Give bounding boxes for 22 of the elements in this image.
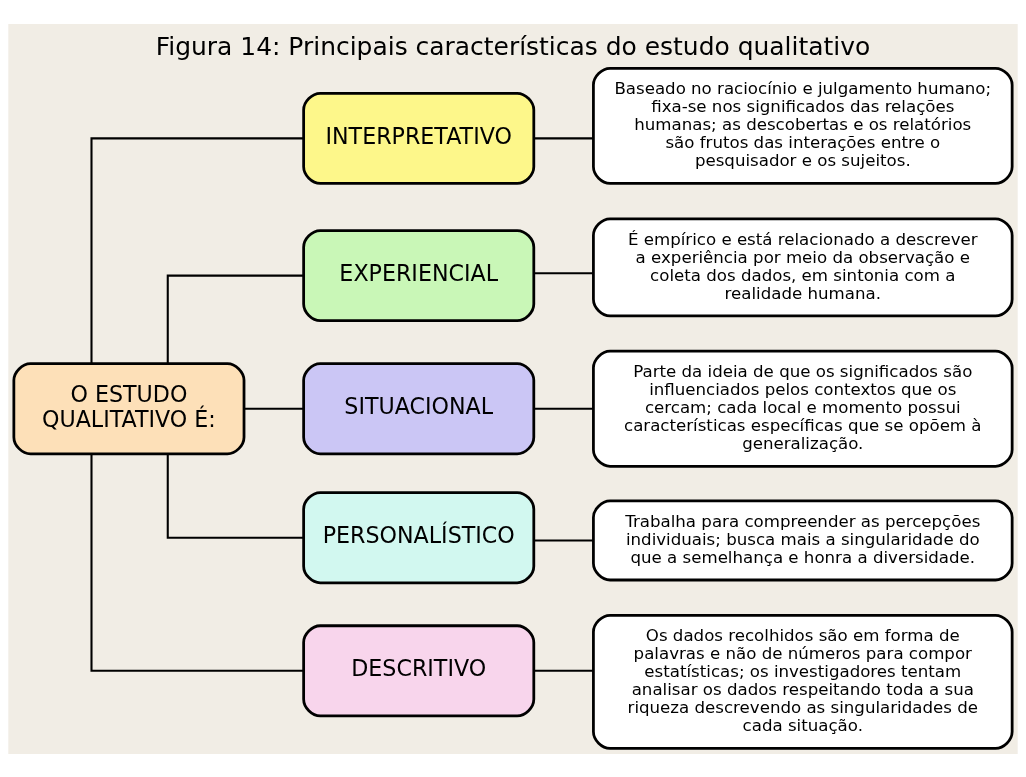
connector <box>533 271 594 274</box>
connector <box>166 453 304 539</box>
connector <box>90 453 304 672</box>
node-box: Trabalha para compreender as percepções individuais; busca mais a singularidade do que a semelhança e honra a diversidade. <box>592 499 1014 581</box>
node-box: SITUACIONAL <box>302 361 536 455</box>
connector <box>533 136 594 139</box>
node-box: DESCRITIVO <box>302 623 536 717</box>
connector <box>533 669 594 672</box>
node-box: Os dados recolhidos são em forma de palavras e não de números para compor estatísticas; os investigadores tentam analisar os dados respeitando toda a sua riqueza descrevendo as singularidades de cada situação. <box>592 613 1014 750</box>
connector <box>166 274 304 364</box>
diagram-title: Figura 14: Principais características do estudo qualitativo <box>155 31 871 61</box>
node-box: EXPERIENCIAL <box>302 228 536 322</box>
node-box: INTERPRETATIVO <box>302 91 536 185</box>
node-box: Baseado no raciocínio e julgamento humano; fixa-se nos significados das relações humanas; as descobertas e os relatórios são frutos das interações entre o pesquisador e os sujeitos. <box>592 66 1014 185</box>
connector <box>244 407 304 410</box>
connector <box>90 136 304 363</box>
node-box: Parte da ideia de que os significados são influenciados pelos contextos que os cercam; cada local e momento possui características específicas que se opõem à generalização. <box>592 349 1014 468</box>
node-box: O ESTUDO QUALITATIVO É: <box>12 361 246 455</box>
node-box: PERSONALÍSTICO <box>302 490 536 584</box>
connector <box>533 407 594 410</box>
connector <box>533 538 594 541</box>
node-box: É empírico e está relacionado a descrever a experiência por meio da observação e coleta dos dados, em sintonia com a realidade humana. <box>592 216 1014 317</box>
